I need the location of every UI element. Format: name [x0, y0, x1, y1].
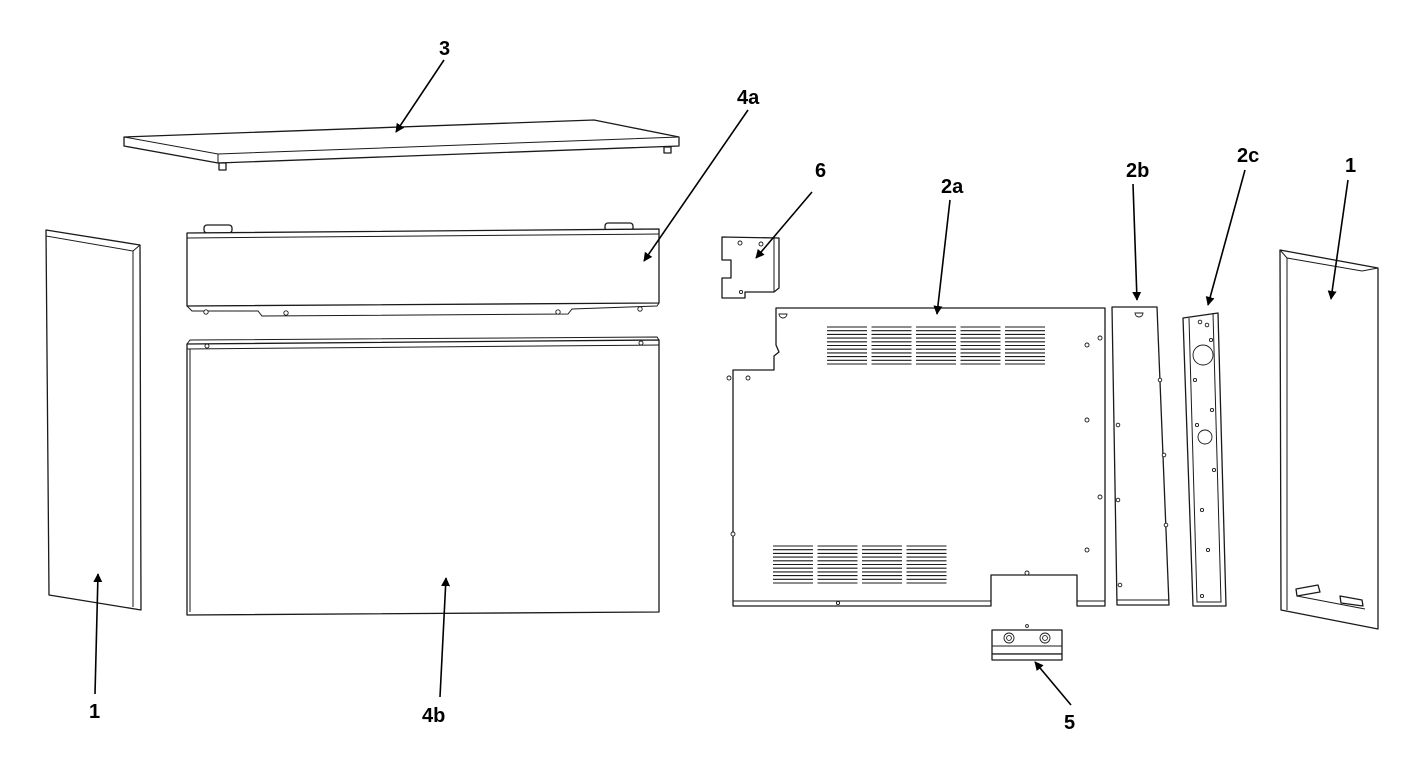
- callout-group-side-panel-right: 1: [1327, 155, 1356, 300]
- callout-label: 1: [89, 701, 100, 723]
- callout-group-front-lower-panel: 4b: [422, 577, 451, 727]
- part-connector-block: [991, 624, 1063, 661]
- callout-label: 1: [1345, 155, 1356, 177]
- callout-group-rear-rail: 2c: [1205, 145, 1259, 306]
- callout-group-front-upper-panel: 4a: [643, 87, 760, 262]
- callout-group-bracket: 6: [755, 160, 826, 259]
- part-bracket: [721, 236, 780, 299]
- vent-grill-upper: [827, 326, 1045, 365]
- part-side-panel-left: [45, 229, 142, 611]
- callout-group-top-cover: 3: [395, 38, 450, 133]
- part-rear-strip: [1111, 306, 1170, 606]
- vent-grill-lower: [773, 545, 947, 584]
- callout-label: 6: [815, 160, 826, 182]
- part-front-upper-panel: [186, 222, 660, 317]
- part-side-panel-right: [1279, 249, 1379, 630]
- callout-label: 3: [439, 38, 450, 60]
- callout-group-rear-panel: 2a: [933, 176, 964, 315]
- part-front-lower-panel: [186, 336, 660, 616]
- callout-group-rear-strip: 2b: [1126, 160, 1149, 301]
- part-rear-panel: [726, 307, 1106, 607]
- callout-label: 2c: [1237, 145, 1259, 167]
- callout-label: 2a: [941, 176, 964, 198]
- part-rear-rail: [1182, 312, 1227, 607]
- callout-label: 4b: [422, 705, 445, 727]
- callout-group-connector-block: 5: [1034, 661, 1075, 734]
- callout-group-side-panel-left: 1: [89, 573, 103, 723]
- callout-label: 5: [1064, 712, 1075, 734]
- callout-label: 4a: [737, 87, 760, 109]
- part-top-cover: [123, 119, 680, 171]
- callout-label: 2b: [1126, 160, 1149, 182]
